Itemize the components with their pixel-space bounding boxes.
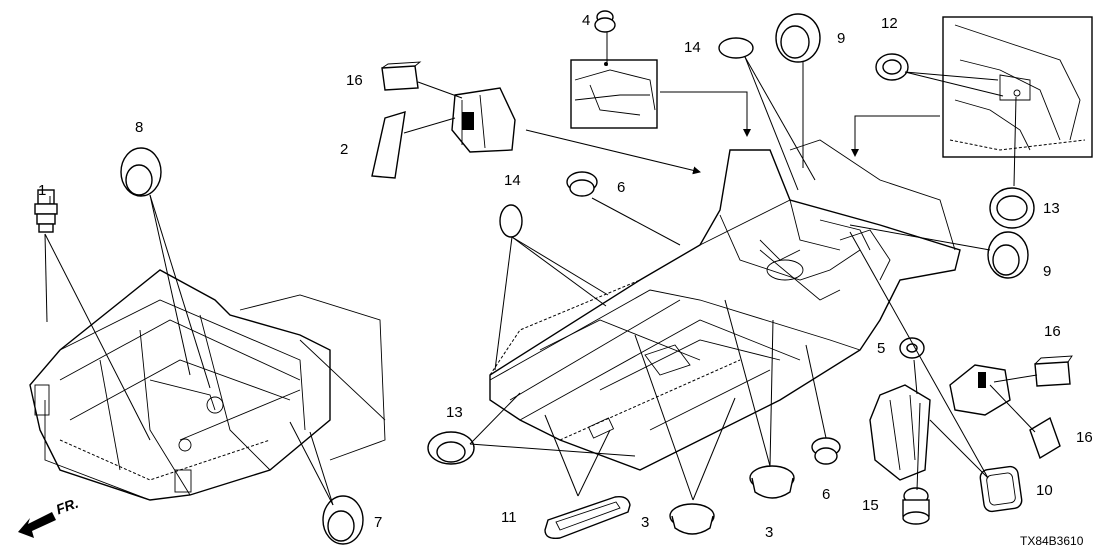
part-13-grommet-left	[427, 431, 475, 465]
part-16-pad-right-top	[1034, 355, 1073, 387]
part-9-grommet-top	[775, 13, 821, 63]
callout-13-right: 13	[1043, 200, 1060, 217]
part-3-plug-center	[749, 465, 795, 499]
part-14-ring-top	[718, 37, 754, 59]
floor-panel	[489, 139, 961, 471]
part-16-pad-top	[381, 61, 422, 91]
part-15-grommet	[902, 487, 930, 525]
callout-6-bottom: 6	[822, 486, 831, 503]
pillar-detail	[451, 87, 516, 153]
callout-14-left: 14	[504, 172, 521, 189]
callout-2: 2	[340, 141, 349, 158]
part-6-grommet-top	[566, 171, 598, 197]
callout-12: 12	[881, 15, 898, 32]
callout-15: 15	[862, 497, 879, 514]
part-16-pad-right-bottom	[1029, 416, 1061, 460]
part-4-grommet	[594, 10, 616, 33]
part-7-grommet	[322, 495, 364, 545]
part-9-grommet-right	[987, 231, 1029, 279]
leader-lines	[44, 32, 1038, 506]
callout-16-right-top: 16	[1044, 323, 1061, 340]
callout-13-left: 13	[446, 404, 463, 421]
callout-9-right: 9	[1043, 263, 1052, 280]
callout-1: 1	[38, 182, 47, 199]
part-6-grommet-bottom	[811, 437, 841, 465]
callout-3-left: 3	[641, 514, 650, 531]
part-10-cover	[979, 465, 1023, 513]
part-11-seal	[544, 495, 631, 540]
front-arrow-icon	[18, 512, 56, 538]
callout-7: 7	[374, 514, 383, 531]
part-13-grommet-right	[989, 187, 1035, 229]
callout-16-top: 16	[346, 72, 363, 89]
part-2-pad	[371, 111, 406, 179]
callout-6-top: 6	[617, 179, 626, 196]
diagram-code: TX84B3610	[1020, 534, 1084, 548]
callout-4: 4	[582, 12, 591, 29]
part-1-grommet	[34, 189, 58, 233]
inset-rear-panel	[570, 59, 658, 129]
callout-11: 11	[501, 509, 517, 526]
callout-16-right-bottom: 16	[1076, 429, 1093, 446]
callout-5: 5	[877, 340, 886, 357]
callout-10: 10	[1036, 482, 1053, 499]
part-5-grommet	[899, 337, 925, 359]
part-12-ring	[875, 53, 909, 81]
front-subframe	[29, 269, 386, 501]
callout-8: 8	[135, 119, 144, 136]
part-3-plug-left	[669, 503, 715, 535]
callout-9-top: 9	[837, 30, 846, 47]
part-8-grommet	[120, 147, 162, 197]
callout-14-top: 14	[684, 39, 701, 56]
callout-3-center: 3	[765, 524, 774, 541]
right-pillar-detail	[869, 364, 1011, 481]
part-14-ring-left	[499, 204, 523, 238]
